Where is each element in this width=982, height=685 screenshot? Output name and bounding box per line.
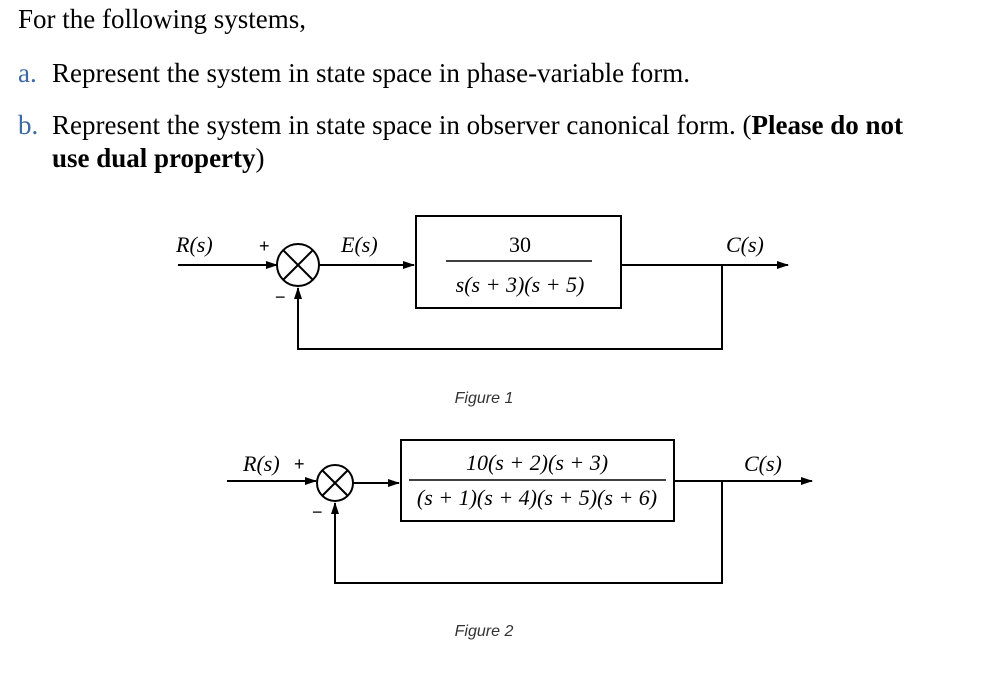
item-a-text: Represent the system in state space in p… bbox=[52, 58, 691, 88]
figure-1: R(s) + − E(s) 30 s(s + 3)(s + 5) C(s) Fi… bbox=[175, 215, 789, 407]
intro-text: For the following systems, bbox=[18, 4, 306, 34]
item-a-marker: a. bbox=[18, 58, 37, 88]
fig2-minus-sign: − bbox=[312, 502, 323, 522]
fig2-feedback-path bbox=[331, 481, 723, 584]
fig1-error-label: E(s) bbox=[340, 232, 378, 257]
fig1-caption: Figure 1 bbox=[455, 390, 514, 407]
figure-2: R(s) + − 10(s + 2)(s + 3) (s + 1)(s + 4)… bbox=[227, 439, 813, 640]
item-b-marker: b. bbox=[18, 110, 39, 140]
fig1-input-label: R(s) bbox=[175, 232, 213, 257]
fig1-feedback-path bbox=[294, 265, 723, 350]
item-b-continuation: use dual property) bbox=[18, 142, 903, 175]
item-b-bold-1: Please do not bbox=[751, 110, 904, 140]
fig1-transfer-block bbox=[415, 215, 622, 309]
fig1-output-label: C(s) bbox=[726, 232, 764, 257]
fig1-plus-sign: + bbox=[259, 236, 270, 256]
fig1-summing-junction bbox=[276, 243, 320, 287]
fig1-numerator: 30 bbox=[509, 232, 531, 257]
item-b-bold-2: use dual property bbox=[52, 143, 256, 173]
fig1-minus-sign: − bbox=[275, 287, 286, 307]
fig1-denominator: s(s + 3)(s + 5) bbox=[456, 272, 585, 297]
item-b-close-paren: ) bbox=[255, 143, 265, 173]
item-a: a. Represent the system in state space in… bbox=[18, 57, 690, 90]
fig2-caption: Figure 2 bbox=[455, 623, 514, 640]
item-b: b. Represent the system in state space in… bbox=[18, 109, 903, 175]
fig2-numerator: 10(s + 2)(s + 3) bbox=[466, 450, 608, 475]
fig2-summing-junction bbox=[316, 464, 354, 502]
fig2-denominator: (s + 1)(s + 4)(s + 5)(s + 6) bbox=[417, 485, 657, 510]
item-b-text: Represent the system in state space in o… bbox=[52, 110, 752, 140]
fig2-plus-sign: + bbox=[294, 454, 305, 474]
fig2-input-label: R(s) bbox=[242, 451, 280, 476]
fig2-output-label: C(s) bbox=[744, 451, 782, 476]
